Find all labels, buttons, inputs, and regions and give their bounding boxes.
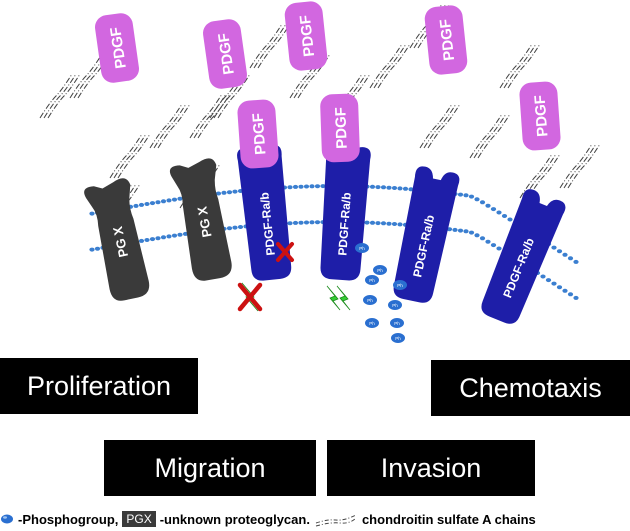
receptor-3: PDGF-Ra/b xyxy=(389,164,461,306)
pdgf-ligand-bound-2: PDGF xyxy=(319,93,361,163)
phospho-label: Ph xyxy=(369,278,375,283)
chondroitin-chain xyxy=(499,43,533,89)
phospho-group-icon xyxy=(393,280,407,290)
legend-cs-text: chondroitin sulfate A chains xyxy=(361,511,536,527)
phospho-label: Ph xyxy=(397,283,403,288)
phospho-label: Ph xyxy=(369,321,375,326)
receptor-label: PDGF-Ra/b xyxy=(257,192,278,256)
pdgf-ligand-4: PDGF xyxy=(423,4,469,76)
proteoglycan-2: PG X xyxy=(168,157,236,284)
chondroitin-chain xyxy=(519,153,553,199)
chondroitin-chain xyxy=(423,103,457,149)
phospho-group-icon xyxy=(365,275,379,285)
phospho-group-icon xyxy=(391,333,405,343)
chondroitin-chain xyxy=(39,73,73,119)
receptor-2: PDGF-Ra/b xyxy=(317,144,372,282)
chondroitin-chain xyxy=(559,143,593,189)
pdgf-ligand-1: PDGF xyxy=(93,11,141,85)
legend: -Phosphogroup, PGX -unknown proteoglycan… xyxy=(0,507,630,531)
phospho-legend-icon xyxy=(1,514,13,524)
chondroitin-chain xyxy=(69,53,103,99)
chondroitin-chain xyxy=(253,23,287,69)
chondroitin-chain xyxy=(249,23,283,69)
pdgf-label: PDGF xyxy=(297,14,318,57)
pdgf-label: PDGF xyxy=(532,95,552,138)
chondroitin-chain xyxy=(189,93,223,139)
chondroitin-chain xyxy=(567,143,601,189)
chondroitin-chain xyxy=(153,103,187,149)
pdgf-ligand-2: PDGF xyxy=(201,17,249,91)
chondroitin-chain xyxy=(377,43,411,89)
legend-phospho-text: -Phosphogroup, xyxy=(18,511,119,527)
lightning-signal-icon xyxy=(326,285,351,311)
chondroitin-chain xyxy=(149,103,183,149)
chondroitin-chain xyxy=(369,43,403,89)
receptor-4: PDGF-Ra/b xyxy=(476,186,568,328)
pdgf-ligand-3: PDGF xyxy=(283,0,329,72)
chondroitin-chain xyxy=(477,113,511,159)
phospho-group-icon xyxy=(388,300,402,310)
chondroitin-chain xyxy=(117,133,151,179)
chondroitin-chain xyxy=(257,23,291,69)
lightning-blocked-icon xyxy=(237,282,263,312)
phospho-label: Ph xyxy=(367,298,373,303)
chondroitin-chain xyxy=(113,133,147,179)
chondroitin-chain xyxy=(523,153,557,199)
chondroitin-chain xyxy=(193,93,227,139)
chondroitin-chain xyxy=(217,73,251,119)
phospho-label: Ph xyxy=(392,303,398,308)
phospho-label: Ph xyxy=(359,246,365,251)
chondroitin-chain xyxy=(527,153,561,199)
phospho-group-icon xyxy=(390,318,404,328)
chondroitin-chain xyxy=(563,143,597,189)
pdgf-label: PDGF xyxy=(215,32,238,76)
legend-pgx-box: PGX xyxy=(122,511,156,527)
inhibit-x-icon xyxy=(276,242,294,262)
chondroitin-chain xyxy=(43,73,77,119)
chondroitin-chain xyxy=(157,103,191,149)
phospho-label: Ph xyxy=(395,336,401,341)
chondroitin-chain xyxy=(419,103,453,149)
phospho-group-icon xyxy=(363,295,377,305)
outcome-proliferation: Proliferation xyxy=(0,358,198,414)
outcome-invasion: Invasion xyxy=(327,440,535,496)
chondroitin-chain xyxy=(337,73,371,119)
pdgf-ligand-5: PDGF xyxy=(518,80,562,152)
pdgf-label: PDGF xyxy=(250,113,270,156)
proteoglycan-label: PG X xyxy=(110,225,131,259)
chondroitin-chain xyxy=(373,43,407,89)
chondroitin-chain xyxy=(507,43,541,89)
phospho-group-icon xyxy=(373,265,387,275)
receptor-label: PDGF-Ra/b xyxy=(335,192,353,256)
phospho-label: Ph xyxy=(394,321,400,326)
chondroitin-chain xyxy=(473,113,507,159)
pdgf-label: PDGF xyxy=(437,18,458,61)
chondroitin-chain-legend-icon xyxy=(315,514,357,527)
pdgf-ligand-bound-1: PDGF xyxy=(236,98,280,170)
outcome-migration: Migration xyxy=(104,440,316,496)
chondroitin-chain xyxy=(469,113,503,159)
phospho-label: Ph xyxy=(377,268,383,273)
receptor-1: PDGF-Ra/b xyxy=(236,144,295,282)
pdgf-label: PDGF xyxy=(107,26,130,70)
chondroitin-chain xyxy=(109,133,143,179)
proteoglycan-1: PG X xyxy=(82,176,154,304)
phospho-group-icon xyxy=(355,243,369,253)
proteoglycan-label: PG X xyxy=(194,205,214,239)
phospho-group-icon xyxy=(365,318,379,328)
chondroitin-chain xyxy=(503,43,537,89)
chondroitin-chain xyxy=(197,93,231,139)
chondroitin-chain xyxy=(427,103,461,149)
legend-pgx-text: -unknown proteoglycan. xyxy=(159,511,310,527)
pdgf-label: PDGF xyxy=(332,107,350,149)
outcome-chemotaxis: Chemotaxis xyxy=(431,360,630,416)
chondroitin-chain xyxy=(47,73,81,119)
